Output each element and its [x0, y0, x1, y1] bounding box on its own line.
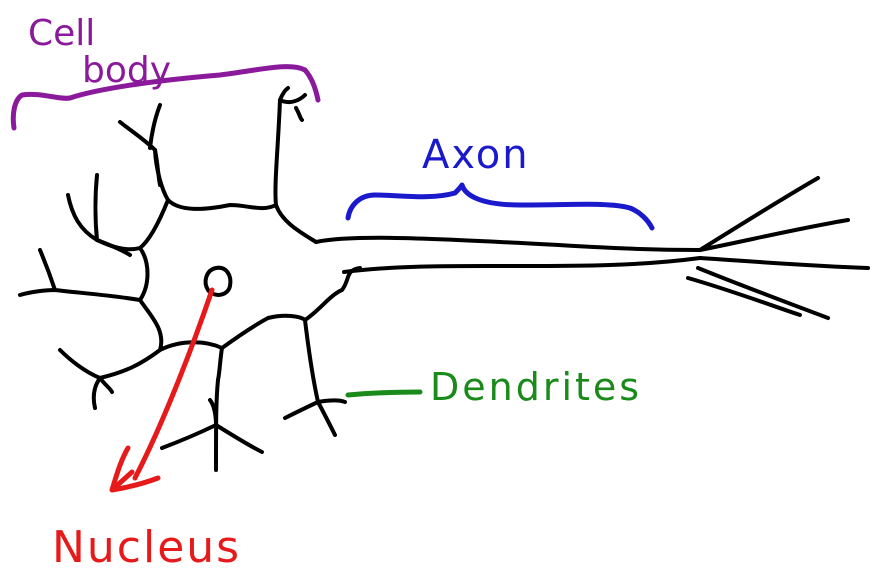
axon-label: Axon [422, 132, 530, 178]
dendrites-annotation: Dendrites [348, 365, 642, 409]
dendrite-bottom [162, 380, 262, 470]
nucleus-label: Nucleus [52, 522, 241, 573]
cell-body-label-line1: Cell [28, 13, 95, 54]
dendrites-label: Dendrites [430, 365, 642, 409]
axon-terminals [688, 178, 868, 318]
dendrite-top-right [280, 88, 305, 120]
dendrite-bottom-right [285, 320, 345, 435]
axon-lower [344, 258, 700, 272]
axon-brace [348, 185, 652, 228]
axon-upper [316, 238, 700, 250]
axon-annotation: Axon [348, 132, 652, 228]
cell-body-annotation: Cell body [13, 13, 318, 128]
dendrite-top-left [120, 105, 160, 185]
dendrites-pointer [348, 392, 420, 395]
dendrite-left-middle [20, 250, 140, 300]
nucleus-arrow [112, 290, 212, 490]
nucleus-annotation: Nucleus [52, 290, 241, 573]
